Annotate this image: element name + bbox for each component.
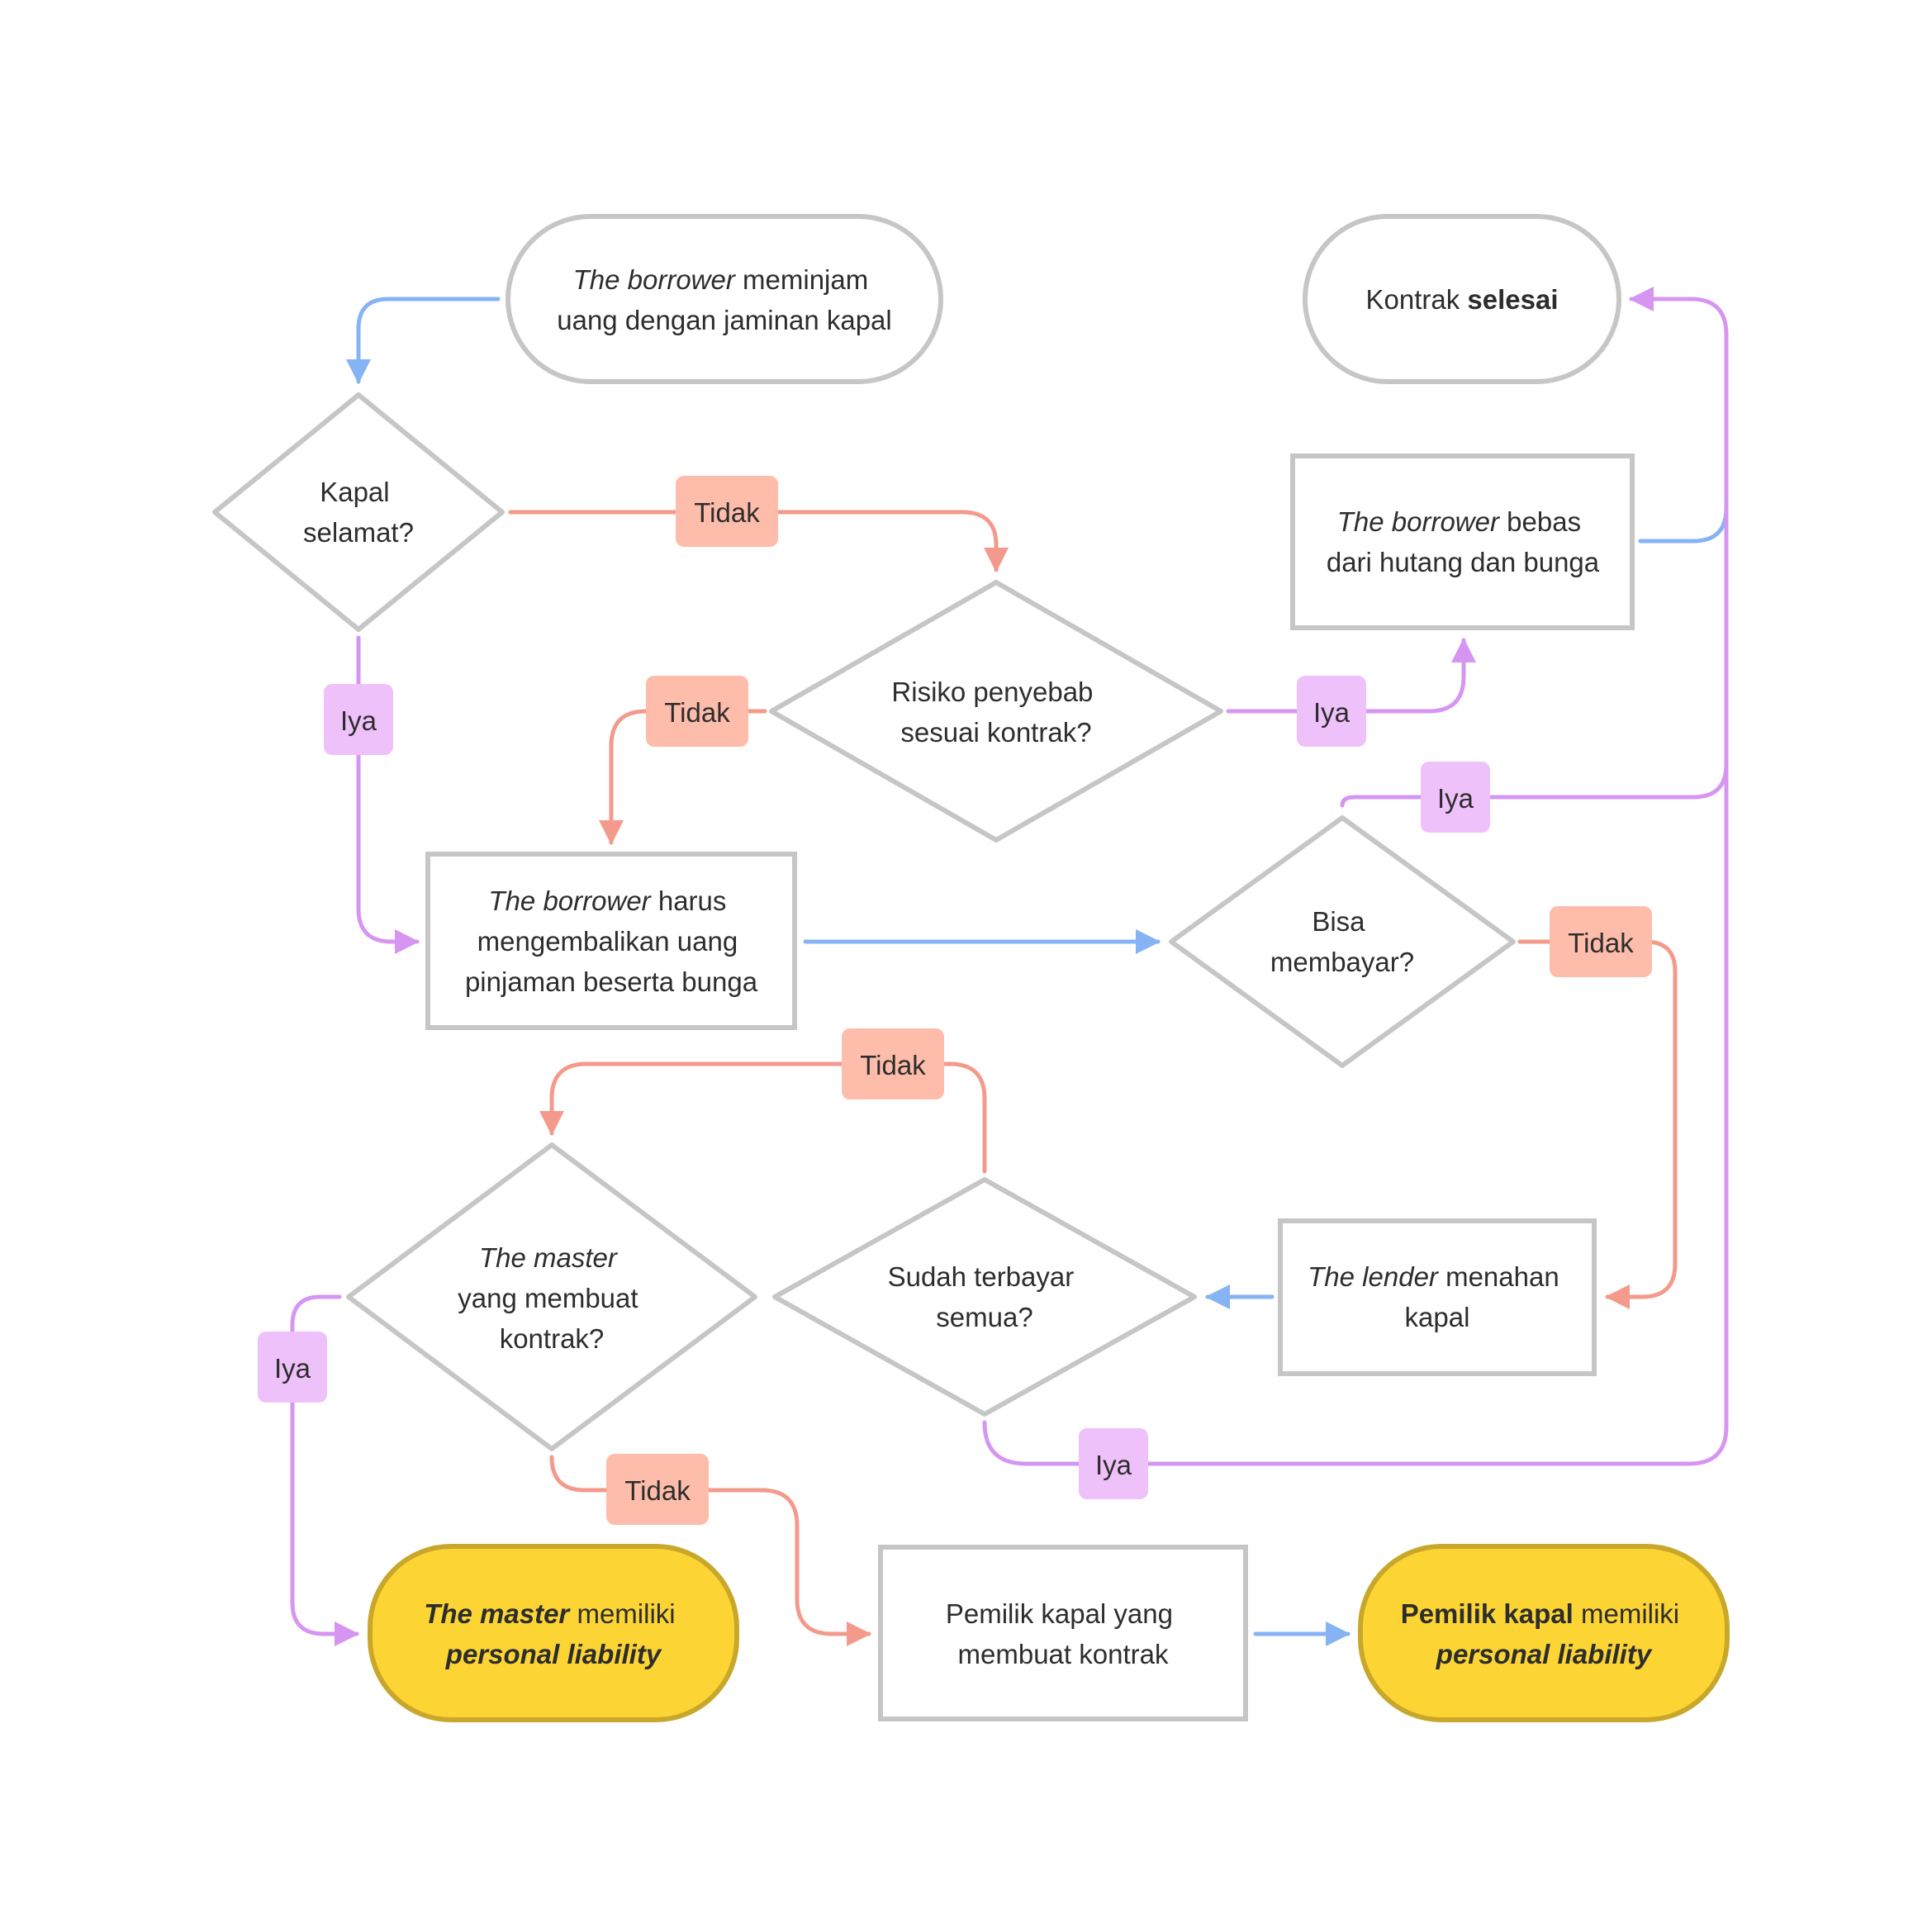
svg-text:Tidak: Tidak	[694, 497, 760, 528]
start-line1: The borrower meminjam	[573, 264, 869, 295]
svg-text:Tidak: Tidak	[624, 1475, 691, 1506]
svg-text:The lender menahan kap: The lender menahan kapal	[1308, 1261, 1567, 1332]
badge-tidak-sudah: Tidak	[842, 1028, 944, 1099]
svg-text:Risiko penyebab sesuai: Risiko penyebab sesuai kontrak?	[891, 677, 1100, 748]
svg-text:Tidak: Tidak	[860, 1050, 926, 1080]
badge-iya-bisa: Iya	[1421, 762, 1490, 833]
svg-text:Tidak: Tidak	[1568, 928, 1634, 958]
badge-iya-risiko: Iya	[1297, 676, 1366, 747]
badge-tidak-master: Tidak	[606, 1454, 709, 1525]
svg-text:Iya: Iya	[1437, 783, 1474, 814]
arrow-sudah-tidak	[539, 1061, 987, 1174]
badge-tidak-kapal: Tidak	[676, 476, 778, 547]
arrow-bisa-tidak	[1517, 939, 1678, 1309]
arrow-master-tidak	[549, 1455, 871, 1646]
arrow-start-to-kapal	[346, 297, 501, 384]
lender-tahan-node: The lender menahan kapal	[1278, 1218, 1597, 1376]
arrow-sudah-iya	[982, 1420, 1729, 1466]
end-line1: Kontrak selesai	[1365, 284, 1558, 315]
start-line2: uang dengan jaminan kapal	[557, 305, 892, 335]
arrow-risiko-tidak	[599, 709, 767, 845]
badge-iya-kapal: Iya	[324, 684, 393, 755]
svg-text:Bisa membayar?: Bisa membayar?	[1270, 906, 1414, 977]
kapal-selamat-decision: Kapal selamat?	[212, 392, 505, 632]
badge-iya-master: Iya	[258, 1332, 327, 1403]
badge-tidak-risiko: Tidak	[646, 676, 748, 747]
svg-text:Sudah terbayar semua?: Sudah terbayar semua?	[888, 1261, 1082, 1332]
svg-text:The borrower harus men: The borrower harus mengembalikan uang pi…	[465, 886, 758, 997]
risiko-decision: Risiko penyebab sesuai kontrak?	[769, 580, 1223, 843]
arrow-kapal-iya	[356, 635, 420, 954]
arrow-risiko-iya	[1226, 638, 1476, 714]
svg-text:Iya: Iya	[274, 1353, 311, 1384]
end-node: Kontrak selesai	[1303, 214, 1621, 384]
master-kontrak-decision: The master yang membuat kontrak?	[346, 1142, 757, 1451]
master-liability-node: The master memiliki personal liability	[368, 1544, 739, 1722]
bisa-bayar-decision: Bisa membayar?	[1169, 815, 1516, 1068]
pemilik-kontrak-node: Pemilik kapal yang membuat kontrak	[878, 1545, 1248, 1721]
svg-text:Iya: Iya	[340, 705, 377, 736]
svg-text:The borrower meminjam: The borrower meminjam uang dengan jamina…	[557, 264, 892, 335]
badge-tidak-bisa: Tidak	[1550, 906, 1652, 977]
borrower-bebas-node: The borrower bebas dari hutang dan bunga	[1290, 453, 1635, 630]
arrow-bisa-iya	[1340, 762, 1729, 808]
sudah-bayar-decision: Sudah terbayar semua?	[772, 1177, 1197, 1417]
svg-text:Tidak: Tidak	[664, 697, 730, 728]
svg-text:The master memiliki pe: The master memiliki personal liability	[424, 1598, 683, 1669]
svg-text:Iya: Iya	[1313, 697, 1351, 728]
arrow-bebas-to-end	[1638, 506, 1729, 544]
svg-text:Pemilik kapal yang mem: Pemilik kapal yang membuat kontrak	[946, 1598, 1180, 1669]
svg-text:The master yang membua: The master yang membuat kontrak?	[458, 1242, 645, 1354]
pemilik-liability-node: Pemilik kapal memiliki personal liabilit…	[1358, 1544, 1730, 1722]
svg-text:Iya: Iya	[1095, 1450, 1132, 1480]
badge-iya-sudah: Iya	[1079, 1428, 1148, 1499]
arrow-kapal-tidak	[508, 510, 1009, 572]
arrow-master-iya	[290, 1294, 359, 1646]
svg-text:The borrower bebas dar: The borrower bebas dari hutang dan bunga	[1327, 506, 1600, 577]
start-node: The borrower meminjam uang dengan jamina…	[506, 214, 943, 384]
arrow-purple-trunk	[1629, 287, 1729, 1427]
svg-text:Kontrak selesai: Kontrak selesai	[1365, 284, 1558, 315]
harus-kembali-node: The borrower harus mengembalikan uang pi…	[425, 852, 797, 1030]
svg-text:Kapal selamat?: Kapal selamat?	[303, 477, 414, 548]
svg-text:Pemilik kapal memiliki: Pemilik kapal memiliki personal liabilit…	[1401, 1598, 1688, 1669]
